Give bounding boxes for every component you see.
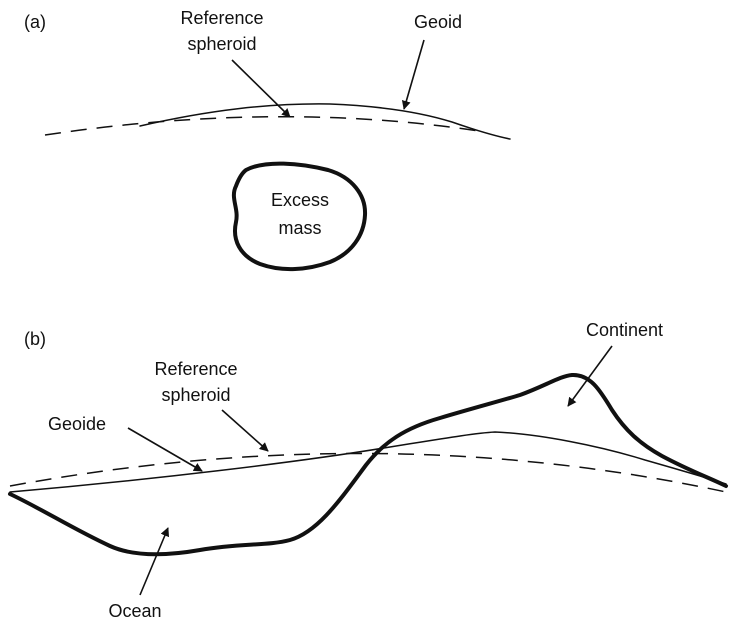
reference-spheroid-arrow-b: [221, 409, 269, 452]
reference-spheroid-label-a-line1: Reference: [180, 8, 263, 28]
reference-spheroid-arrow-a: [231, 59, 291, 118]
continent-arrow: [567, 345, 613, 407]
reference-spheroid-label-b-line2: spheroid: [161, 385, 230, 405]
panel-b-label: (b): [24, 329, 46, 349]
geoid-arrow-a: [401, 39, 425, 110]
geoid-curve-b: [9, 431, 727, 493]
panel-a: (a) Reference spheroid Geoid Excess mass: [24, 8, 511, 272]
ocean-label: Ocean: [108, 601, 161, 621]
ocean-arrow: [139, 527, 170, 596]
reference-spheroid-label-a-line2: spheroid: [187, 34, 256, 54]
geoid-curve-a: [139, 103, 511, 140]
reference-spheroid-curve-a: [44, 116, 486, 136]
continent-label: Continent: [586, 320, 663, 340]
reference-spheroid-curve-b: [9, 452, 727, 493]
topography-profile: [8, 373, 728, 557]
geoide-label: Geoide: [48, 414, 106, 434]
reference-spheroid-label-b-line1: Reference: [154, 359, 237, 379]
geoide-arrow: [127, 427, 203, 472]
excess-mass-blob: [231, 161, 368, 272]
panel-b: (b) Reference spheroid Geoide Continent …: [8, 320, 728, 621]
panel-a-label: (a): [24, 12, 46, 32]
excess-mass-label-line1: Excess: [271, 190, 329, 210]
geoid-label-a: Geoid: [414, 12, 462, 32]
excess-mass-label-line2: mass: [278, 218, 321, 238]
